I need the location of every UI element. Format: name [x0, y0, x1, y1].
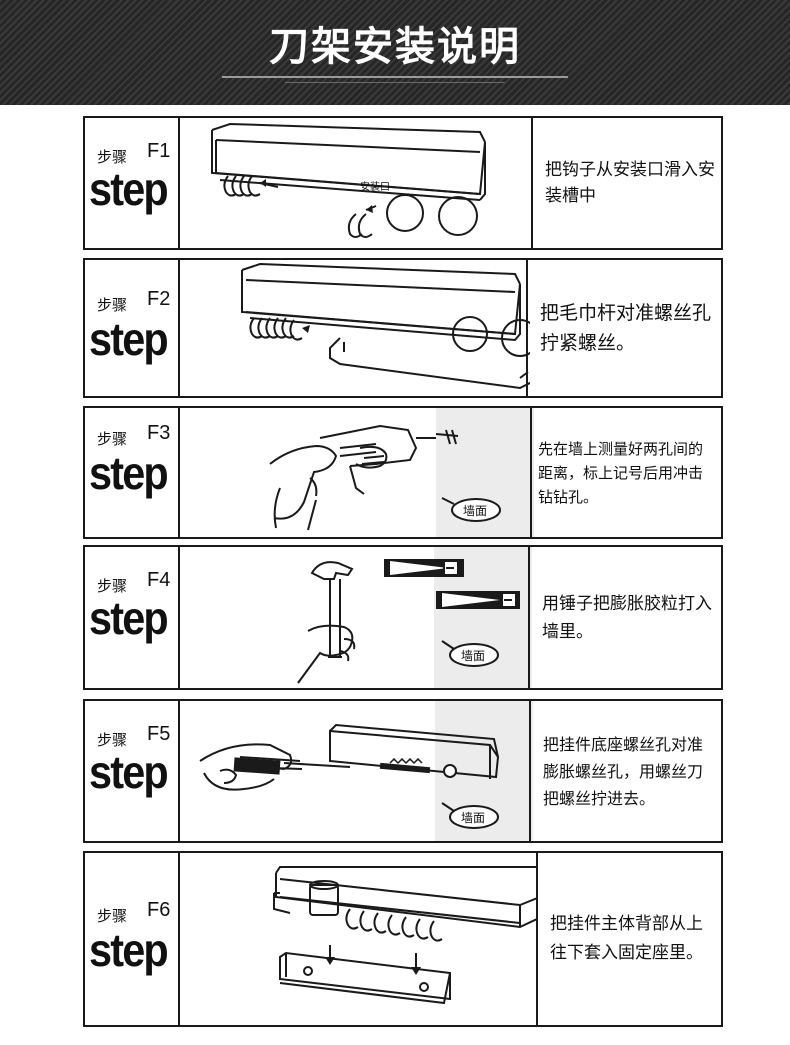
slot-label: 安装口	[360, 180, 390, 193]
step-description-text: 把钩子从安装口滑入安装槽中	[545, 160, 715, 206]
title-underline-secondary	[285, 82, 505, 83]
step-description: 把挂件底座螺丝孔对准膨胀螺丝孔，用螺丝刀把螺丝拧进去。	[529, 701, 721, 841]
step-description-text: 把毛巾杆对准螺丝孔拧紧螺丝。	[540, 302, 712, 354]
step-f2: 步骤 F2 step	[83, 258, 723, 398]
step-code: F5	[147, 723, 171, 745]
step-description-text: 把挂件主体背部从上往下套入固定座里。	[550, 914, 703, 963]
rack-mount-illustration	[273, 866, 536, 1005]
step-description: 用锤子把膨胀胶粒打入墙里。	[528, 547, 721, 688]
page-header: 刀架安装说明	[0, 0, 790, 105]
step-label: 步骤 F5 step	[85, 701, 180, 841]
step-code: F4	[147, 569, 171, 591]
step-cn-label: 步骤	[97, 907, 128, 925]
step-cn-label: 步骤	[97, 148, 128, 166]
screwdriver-base-illustration: 墙面	[199, 701, 533, 841]
step-f5: 步骤 F5 step 墙面 把挂件底座螺丝孔对准膨	[83, 699, 723, 843]
step-cn-label: 步骤	[97, 731, 128, 749]
step-label: 步骤 F1 step	[85, 118, 180, 248]
step-cn-label: 步骤	[97, 577, 128, 595]
step-f1: 步骤 F1 step	[83, 116, 723, 250]
illustration-drill: 墙面	[180, 408, 534, 537]
step-f4: 步骤 F4 step 墙面 用锤子把膨胀胶粒打入	[83, 545, 723, 690]
step-label: 步骤 F2 step	[85, 260, 180, 396]
title-underline	[222, 76, 568, 78]
wall-label: 墙面	[463, 504, 487, 518]
step-word: step	[89, 313, 169, 365]
step-word: step	[89, 592, 169, 644]
step-description: 先在墙上测量好两孔间的距离，标上记号后用冲击钻钻孔。	[530, 408, 721, 537]
step-code: F2	[147, 288, 171, 310]
step-cn-label: 步骤	[97, 430, 128, 448]
step-code: F3	[147, 422, 171, 444]
step-word: step	[89, 447, 169, 499]
step-label: 步骤 F4 step	[85, 547, 180, 688]
illustration-mount-body	[180, 853, 536, 1025]
wall-label: 墙面	[461, 649, 485, 663]
step-word: step	[89, 924, 169, 976]
step-description: 把钩子从安装口滑入安装槽中	[531, 118, 721, 248]
illustration-slide-hooks: 安装口	[180, 118, 535, 248]
step-f6: 步骤 F6 step	[83, 851, 723, 1027]
step-label: 步骤 F3 step	[85, 408, 180, 537]
illustration-hammer: 墙面	[180, 547, 532, 688]
drill-wall-illustration: 墙面	[269, 408, 534, 537]
step-description-text: 用锤子把膨胀胶粒打入墙里。	[542, 593, 712, 642]
hammer-anchor-illustration: 墙面	[297, 547, 532, 688]
step-description: 把毛巾杆对准螺丝孔拧紧螺丝。	[526, 260, 721, 396]
step-word: step	[89, 163, 169, 215]
step-f3: 步骤 F3 step 墙面 先在墙上测量好两孔间的距离，标上记号后用冲	[83, 406, 723, 539]
wall-label: 墙面	[461, 811, 485, 825]
page-title: 刀架安装说明	[269, 24, 521, 70]
step-code: F1	[147, 140, 171, 162]
step-word: step	[89, 746, 169, 798]
step-label: 步骤 F6 step	[85, 853, 180, 1025]
rack-towel-bar-illustration	[241, 262, 530, 390]
step-description-text: 先在墙上测量好两孔间的距离，标上记号后用冲击钻钻孔。	[538, 439, 704, 506]
illustration-screwdriver: 墙面	[180, 701, 533, 841]
step-description: 把挂件主体背部从上往下套入固定座里。	[536, 853, 721, 1025]
rack-hooks-illustration: 安装口	[211, 122, 486, 238]
step-description-text: 把挂件底座螺丝孔对准膨胀螺丝孔，用螺丝刀把螺丝拧进去。	[543, 734, 704, 808]
step-cn-label: 步骤	[97, 296, 128, 314]
illustration-towel-bar	[180, 260, 530, 396]
step-code: F6	[147, 899, 171, 921]
